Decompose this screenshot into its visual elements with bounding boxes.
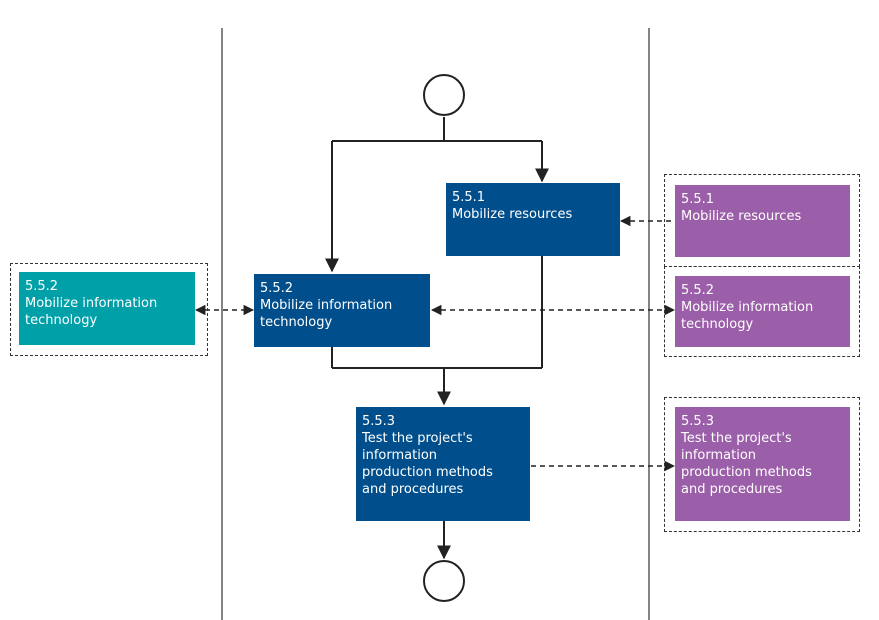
process-test-methods[interactable]: 5.5.3 Test the project's information pro… — [356, 407, 530, 521]
right-process-test-methods[interactable]: 5.5.3 Test the project's information pro… — [675, 407, 850, 521]
start-circle — [423, 74, 465, 116]
process-label: Mobilize information technology — [681, 300, 814, 332]
process-code: 5.5.2 — [260, 281, 294, 296]
right-process-mobilize-it[interactable]: 5.5.2 Mobilize information technology — [675, 276, 850, 347]
process-label: Test the project's information productio… — [362, 431, 493, 497]
right-lane-frame-test — [664, 397, 860, 532]
right-lane-frame-it — [664, 266, 860, 357]
process-code: 5.5.1 — [452, 190, 486, 205]
process-label: Mobilize resources — [452, 207, 573, 222]
left-lane-frame — [10, 263, 208, 356]
process-code: 5.5.3 — [681, 414, 715, 429]
process-code: 5.5.2 — [25, 279, 59, 294]
process-mobilize-resources[interactable]: 5.5.1 Mobilize resources — [446, 183, 620, 256]
process-code: 5.5.3 — [362, 414, 396, 429]
left-process-mobilize-it[interactable]: 5.5.2 Mobilize information technology — [19, 272, 195, 345]
process-label: Mobilize resources — [681, 209, 802, 224]
right-process-mobilize-resources[interactable]: 5.5.1 Mobilize resources — [675, 185, 850, 257]
process-mobilize-it[interactable]: 5.5.2 Mobilize information technology — [254, 274, 430, 347]
process-label: Mobilize information technology — [260, 298, 393, 330]
process-code: 5.5.1 — [681, 192, 715, 207]
process-label: Mobilize information technology — [25, 296, 158, 328]
process-label: Test the project's information productio… — [681, 431, 812, 497]
process-code: 5.5.2 — [681, 283, 715, 298]
end-circle — [423, 560, 465, 602]
